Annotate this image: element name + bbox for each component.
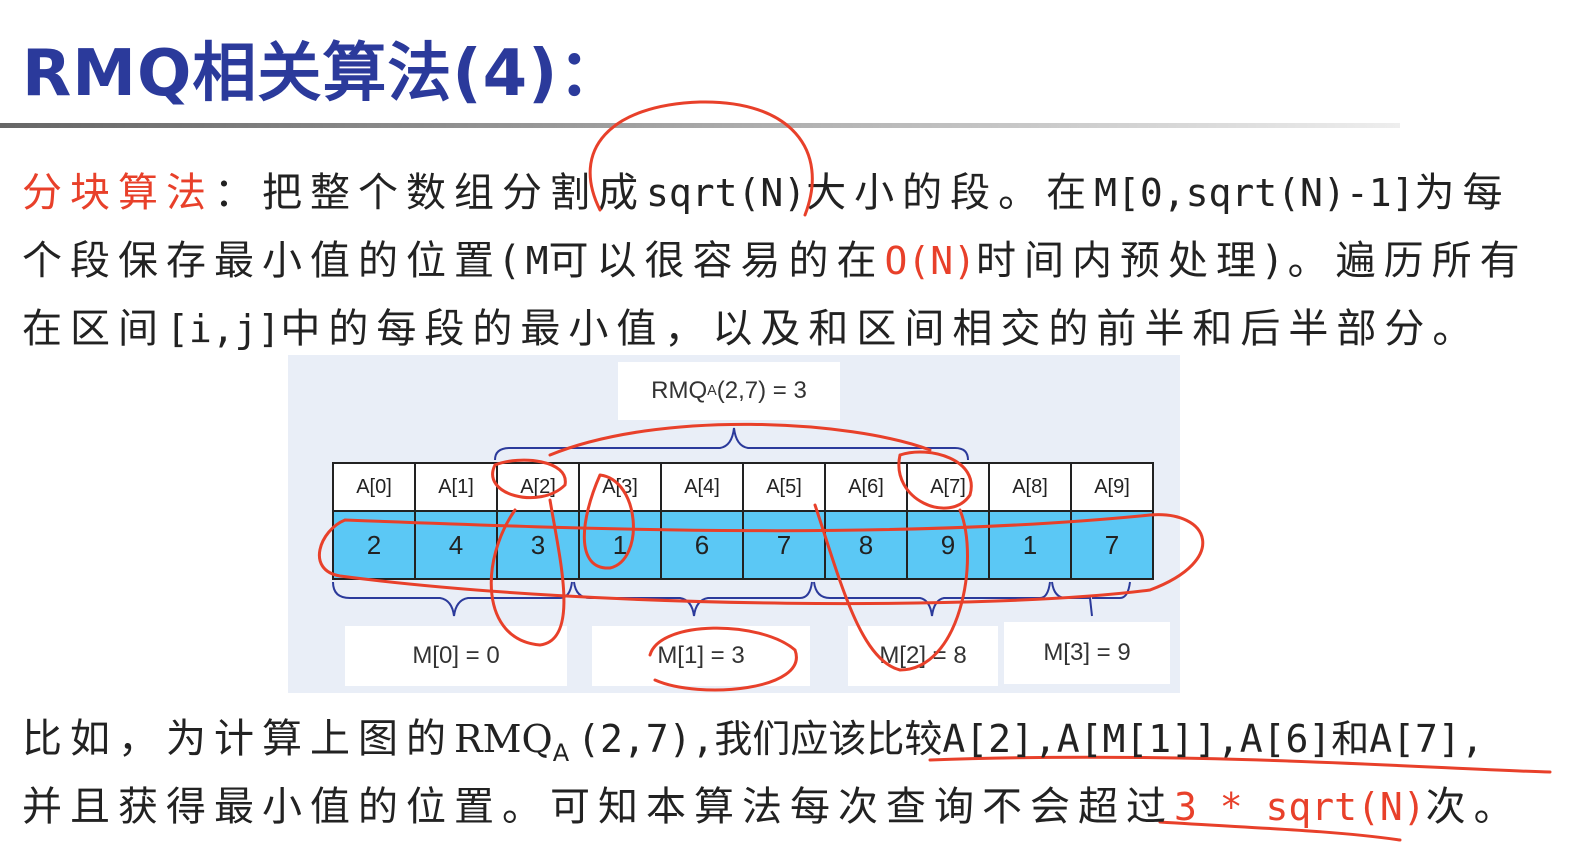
para2-line1: 比如，为计算上图的RMQA(2,7),我们应该比较A[2],A[M[1]],A[… [22,706,1484,767]
ink-circle-a7 [897,450,973,510]
para1-line2: 个段保存最小值的位置(M可以很容易的在O(N)时间内预处理)。遍历所有 [22,228,1528,286]
array-value-cell: 8 [824,510,908,580]
text-segment: 时间内预处理)。遍历所有 [976,238,1528,284]
m1-label: M[1] = 3 [592,626,810,686]
array-header-cell: A[6] [824,462,908,512]
text-segment: 中的每段的最小值，以及和区间相交的前半和后半部分。 [280,306,1481,352]
array-value-cell: 7 [1070,510,1154,580]
text-segment: 分块算法 [22,170,214,216]
array-value-cell: 9 [906,510,990,580]
rmq-suffix: (2,7) = 3 [716,377,807,404]
ink-loop-a6 [813,503,969,672]
ink-circle-m1 [648,626,798,692]
text-segment: 大小的段。在 [806,170,1095,216]
array-header-cell: A[7] [906,462,990,512]
text: 并且获得最小值的位置。可知本算法每次查询不会超过 [22,784,1174,830]
title-divider [0,123,1400,128]
text: 次。 [1425,784,1522,830]
ink-circle-a2 [491,458,567,500]
text-segment: 可以很容易的在 [548,238,885,284]
array-value-cell: 1 [578,510,662,580]
array-header-cell: A[1] [414,462,498,512]
header-row: A[0]A[1]A[2]A[3]A[4]A[5]A[6]A[7]A[8]A[9] [332,462,1154,512]
rmq-term: RMQ [454,717,553,761]
para2-line2: 并且获得最小值的位置。可知本算法每次查询不会超过3 * sqrt(N)次。 [22,774,1522,832]
ink-arc-top [548,422,932,457]
array-header-cell: A[4] [660,462,744,512]
rmq-text: RMQ [651,377,708,404]
text-segment: sqrt(N) [646,171,807,215]
array-header-cell: A[3] [578,462,662,512]
array-header-cell: A[8] [988,462,1072,512]
rmq-sub: A [707,383,717,399]
ink-underline-1 [928,755,1552,774]
brace-m2 [813,581,1051,617]
text: (2,7),我们应该比较A[2],A[M[1]],A[6]和A[7], [577,717,1484,761]
text-segment: 为每 [1414,170,1511,216]
array-header-cell: A[2] [496,462,580,512]
para1-line1: 分块算法：把整个数组分割成sqrt(N)大小的段。在M[0,sqrt(N)-1]… [22,160,1510,218]
text-segment: 个段保存最小值的位置( [22,238,526,284]
text-segment: M [525,239,549,283]
array-header-cell: A[0] [332,462,416,512]
array-header-cell: A[9] [1070,462,1154,512]
ink-loop-a2 [489,498,566,647]
m0-label: M[0] = 0 [345,626,567,686]
array-value-cell: 7 [742,510,826,580]
red-ink-marks [318,100,1552,842]
text: 比如，为计算上图的 [22,716,454,762]
ink-loop-values [318,513,1205,606]
slide-title: RMQ相关算法(4)： [22,37,624,111]
para1-line3: 在区间[i,j]中的每段的最小值，以及和区间相交的前半和后半部分。 [22,296,1480,354]
text-segment: O(N) [884,239,977,283]
ink-circle-sqrt [588,100,814,217]
text-segment: M[0,sqrt(N)-1] [1094,171,1415,215]
text-segment: [i,j] [166,307,281,351]
ink-underline-2 [1158,820,1402,842]
complexity: 3 * sqrt(N) [1174,785,1426,829]
array-value-cell: 3 [496,510,580,580]
array-value-cell: 6 [660,510,744,580]
rmq-subscript: A [552,739,578,767]
m3-label: M[3] = 9 [1004,622,1170,684]
ink-circle-a3 [582,473,635,570]
array-header-cell: A[5] [742,462,826,512]
text-segment: 在区间 [22,306,166,352]
text-segment: ：把整个数组分割成 [214,170,646,216]
top-brace [494,427,969,461]
